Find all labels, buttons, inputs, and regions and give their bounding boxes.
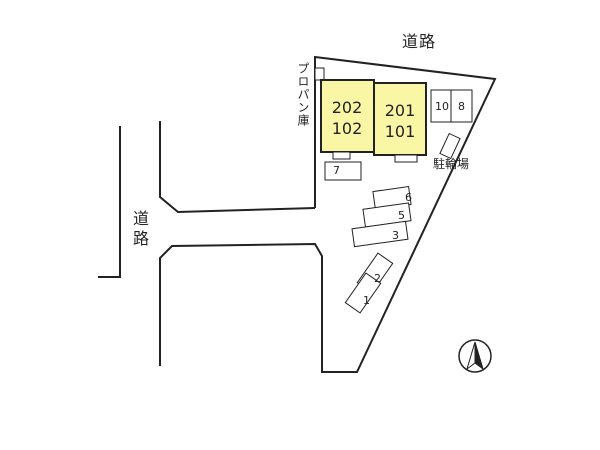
parking-slot-8 [450, 89, 473, 123]
parking-number-1: 1 [363, 294, 370, 307]
building-right-step [394, 154, 418, 163]
bicycle-parking-area [439, 132, 461, 160]
road-north-label: 道路 [402, 32, 437, 51]
parking-number-7: 7 [333, 164, 340, 177]
parking-number-5: 5 [398, 209, 405, 222]
parking-number-3: 3 [392, 229, 399, 242]
road-west-label: 道路 [130, 210, 149, 250]
unit-201-label: 201 [384, 101, 416, 120]
propane-storage [314, 67, 325, 81]
parking-number-8: 8 [458, 100, 465, 113]
site-lot-boundary [314, 55, 497, 373]
propane-storage-label: プロパン庫 [296, 62, 310, 127]
building-left-step [332, 151, 351, 160]
unit-102-label: 102 [331, 119, 363, 138]
parking-slot-1 [344, 272, 382, 314]
unit-202-label: 202 [331, 98, 363, 117]
unit-101-label: 101 [384, 122, 416, 141]
west-road-edge-lower [159, 242, 323, 366]
north-arrow-icon [458, 339, 492, 373]
parking-number-10: 10 [435, 100, 449, 113]
parking-slot-7 [324, 161, 362, 181]
parking-slot-3 [351, 220, 409, 248]
bicycle-parking-label: 駐輪場 [433, 157, 470, 171]
building-right [373, 82, 427, 156]
parking-number-6: 6 [405, 191, 412, 204]
parking-number-2: 2 [374, 272, 381, 285]
west-road-edge-far [98, 126, 121, 278]
west-road-edge-upper [159, 121, 316, 214]
